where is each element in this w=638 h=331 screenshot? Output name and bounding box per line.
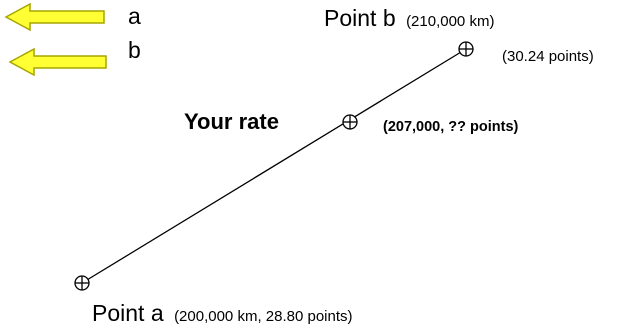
point-a-marker <box>74 275 90 291</box>
point-a-values: (200,000 km, 28.80 points) <box>174 308 352 325</box>
left-arrow-icon <box>8 47 107 77</box>
your-rate-label: Your rate <box>184 109 279 134</box>
your-rate-marker <box>342 114 358 130</box>
interpolation-line <box>81 48 467 284</box>
point-b-points: (30.24 points) <box>502 48 594 65</box>
point-b-marker <box>458 41 474 57</box>
your-rate-values: (207,000, ?? points) <box>383 119 519 135</box>
left-arrow-icon <box>4 2 105 32</box>
point-b-label: Point b (210,000 km) <box>324 5 494 31</box>
point-b-name: Point b <box>324 5 396 31</box>
legend-label-b: b <box>128 37 141 63</box>
point-b-distance: (210,000 km) <box>406 13 494 30</box>
point-a-name: Point a <box>92 300 164 326</box>
legend-label-a: a <box>128 3 141 29</box>
legend-item-a: a <box>4 2 141 32</box>
legend-item-b: b <box>8 37 141 77</box>
point-a-label: Point a (200,000 km, 28.80 points) <box>92 300 353 326</box>
